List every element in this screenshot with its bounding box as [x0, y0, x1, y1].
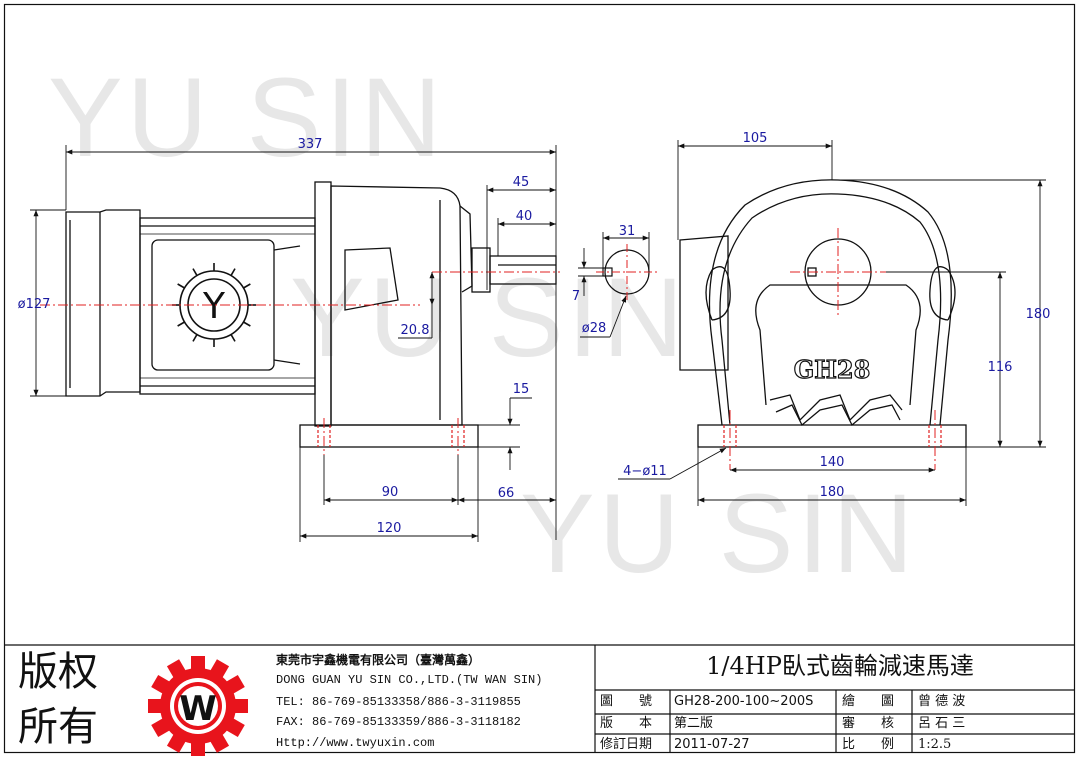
- gear-tooth: [243, 321, 251, 327]
- dim-front-width: 105: [743, 131, 768, 146]
- gear-tooth: [230, 334, 236, 342]
- company-fax: FAX: 86-769-85133359/886-3-3118182: [276, 715, 521, 729]
- dim-front-base-width: 180: [820, 485, 845, 500]
- side-view: [65, 181, 557, 448]
- dim-base-height: 15: [513, 382, 530, 397]
- dim-mount-holes: 4−ø11: [623, 464, 667, 479]
- watermark-top: YU SIN: [48, 55, 446, 180]
- gear-tooth: [243, 283, 251, 289]
- row-label-drawing-no: 圖 號: [600, 694, 653, 709]
- sheet-border: [3, 3, 1076, 754]
- row-value-scale: 1:2.5: [918, 737, 952, 752]
- gear-tooth: [177, 283, 185, 289]
- gearbox-label: GH28: [794, 355, 871, 384]
- logo-letter: W: [179, 689, 217, 729]
- row-value-drafter: 曾 德 波: [918, 694, 966, 709]
- motor-emblem-letter: Y: [202, 286, 226, 327]
- row-label-drafter: 繪 圖: [842, 694, 895, 709]
- gear-tooth: [192, 268, 198, 276]
- copyright-line2: 所有: [18, 704, 98, 750]
- dim-center-offset: 20.8: [401, 323, 430, 338]
- row-label-reviewer: 審 核: [842, 716, 895, 731]
- dim-key-length: 40: [516, 209, 533, 224]
- dim-center-height: 116: [988, 360, 1013, 375]
- side-dimensions: [30, 145, 557, 542]
- logo-gear-tooth: [191, 656, 205, 672]
- gear-tooth: [230, 268, 236, 276]
- company-name-cn: 東莞市宇鑫機電有限公司（臺灣萬鑫）: [276, 653, 481, 667]
- dim-shaft-dia: ø28: [582, 321, 607, 336]
- dim-overall-length: 337: [298, 137, 323, 152]
- shaft-section: [602, 249, 650, 295]
- dim-front-hole-spacing: 140: [820, 455, 845, 470]
- front-dimensions: [618, 140, 1046, 506]
- front-view: [679, 179, 967, 448]
- row-label-scale: 比 例: [842, 737, 895, 752]
- row-label-revision-date: 修訂日期: [600, 737, 653, 752]
- row-value-revision-date: 2011-07-27: [674, 737, 750, 752]
- dim-overall-height: 180: [1026, 307, 1051, 322]
- row-value-drawing-no: GH28-200-100~200S: [674, 694, 814, 709]
- dim-shaft-to-hole: 66: [498, 486, 515, 501]
- company-logo: [148, 656, 248, 756]
- dim-shaft-length: 45: [513, 175, 530, 190]
- watermark-bottom: YU SIN: [520, 471, 918, 596]
- company-tel: TEL: 86-769-85133358/886-3-3119855: [276, 695, 521, 709]
- copyright-line1: 版权: [18, 649, 98, 695]
- dim-key-section: 31: [619, 224, 636, 239]
- logo-gear-tooth: [148, 699, 164, 713]
- shaft-section-dimensions: [578, 232, 650, 338]
- logo-gear-tooth: [191, 740, 205, 756]
- row-value-version: 第二版: [674, 716, 714, 731]
- row-value-reviewer: 呂 石 三: [918, 716, 966, 731]
- company-name-en: DONG GUAN YU SIN CO.,LTD.(TW WAN SIN): [276, 673, 543, 687]
- drawing-title: 1/4HP臥式齒輪減速馬達: [706, 652, 974, 680]
- dim-motor-dia: ø127: [18, 297, 51, 312]
- gear-tooth: [192, 334, 198, 342]
- gear-tooth: [177, 321, 185, 327]
- logo-gear-tooth: [232, 699, 248, 713]
- dim-hole-spacing-side: 90: [382, 485, 399, 500]
- dim-key-width: 7: [572, 289, 580, 304]
- company-website: Http://www.twyuxin.com: [276, 736, 435, 750]
- side-centerlines: [40, 271, 560, 455]
- row-label-version: 版 本: [600, 716, 653, 731]
- title-block-lines: [4, 644, 1075, 752]
- dim-base-length-side: 120: [377, 521, 402, 536]
